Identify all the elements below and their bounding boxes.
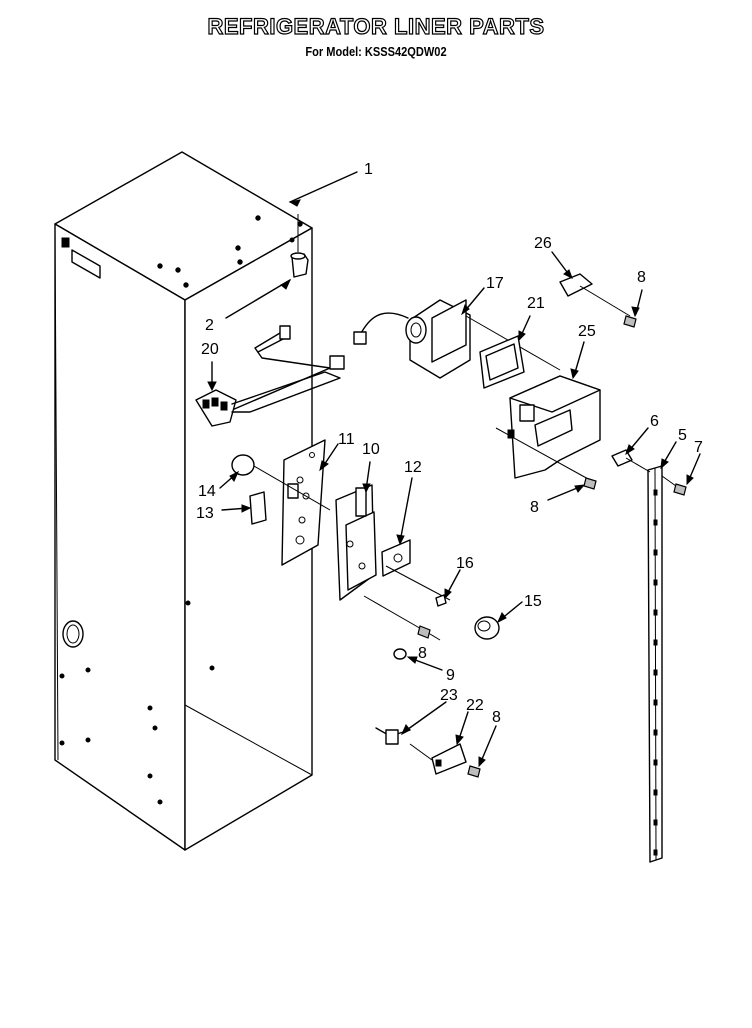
callout-8-mid: 8 [530,499,539,516]
part-11-bracket [231,439,331,566]
callout-8-lower: 8 [418,645,427,662]
part-10-switch-bracket [335,484,500,660]
callout-21: 21 [527,295,545,312]
callout-labels: 1 2 20 17 21 26 8 25 6 [196,161,703,768]
callout-11: 11 [338,431,355,448]
callout-25: 25 [578,323,596,340]
part-22-23-assembly [375,727,481,778]
callout-10: 10 [362,441,380,458]
callout-13: 13 [196,505,214,522]
callout-1: 1 [364,161,373,178]
part-5-rail [611,449,687,863]
callout-2: 2 [205,317,214,334]
page-title: REFRIGERATOR LINER PARTS [207,13,545,39]
callout-26: 26 [534,235,552,252]
part-25-housing [495,375,601,490]
part-26-damper [559,273,637,328]
callout-8-top: 8 [637,269,646,286]
callout-23: 23 [440,687,458,704]
refrigerator-liner [54,151,345,851]
callout-5: 5 [678,427,687,444]
callout-9: 9 [446,667,455,684]
callout-6: 6 [650,413,659,430]
model-subtitle: For Model: KSSS42QDW02 [305,44,447,59]
callout-16: 16 [456,555,474,572]
part-21-gasket [479,335,525,389]
callout-8-bottom: 8 [492,709,501,726]
callout-14: 14 [198,483,216,500]
callout-22: 22 [466,697,484,714]
part-17-control [353,299,561,379]
callout-17: 17 [486,275,504,292]
callout-12: 12 [404,459,422,476]
callout-20: 20 [201,341,219,358]
callout-15: 15 [524,593,542,610]
callout-7: 7 [694,439,703,456]
